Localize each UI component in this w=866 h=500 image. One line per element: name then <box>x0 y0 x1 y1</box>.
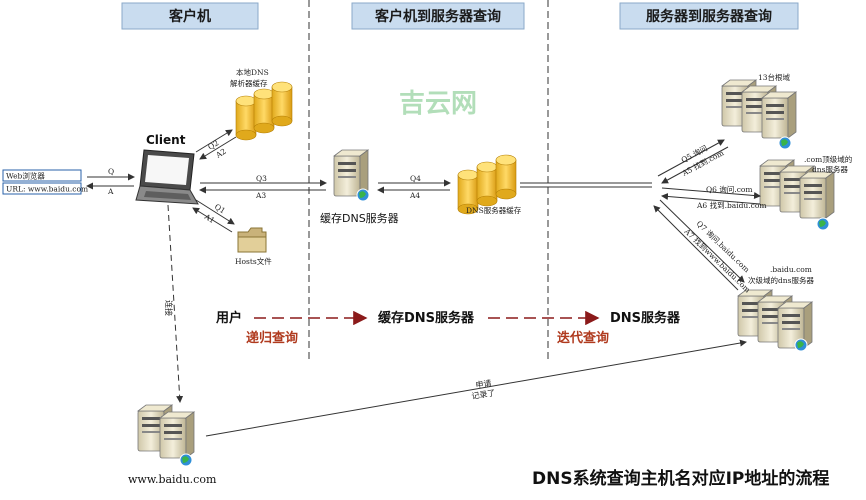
laptop-icon <box>135 149 199 205</box>
local-dns-cache-label-2: 解析器缓存 <box>230 78 268 88</box>
arrow-a5 <box>661 146 729 184</box>
cache-dns-server-icon <box>333 149 370 202</box>
browser-url: URL: www.baidu.com <box>6 185 88 194</box>
svg-text:客户机到服务器查询: 客户机到服务器查询 <box>374 8 501 25</box>
arrow-a2 <box>199 136 237 160</box>
header-server-to-server: 服务器到服务器查询 <box>619 2 799 30</box>
local-dns-cache-icon <box>235 81 293 141</box>
arrow-apply-record <box>205 339 747 437</box>
svg-text:服务器到服务器查询: 服务器到服务器查询 <box>646 8 772 25</box>
root-servers-icon <box>721 79 797 150</box>
label-q6: Q6 询问.com <box>706 184 753 194</box>
label-a3: A3 <box>255 191 266 200</box>
label-q4: Q4 <box>410 174 421 183</box>
arrow-q5 <box>657 139 725 177</box>
label-q1: Q1 <box>213 202 227 215</box>
arrow-a7 <box>653 205 739 291</box>
label-a1: A1 <box>202 212 216 226</box>
flow-user: 用户 <box>215 310 242 326</box>
website-label: www.baidu.com <box>128 473 217 486</box>
client-label: Client <box>146 133 186 147</box>
baidu-server-label-1: .baidu.com <box>770 265 812 274</box>
arrow-q1 <box>195 199 235 225</box>
header-client-to-server: 客户机到服务器查询 <box>351 2 525 30</box>
dns-server-cache-label: DNS服务器缓存 <box>466 205 522 215</box>
cache-dns-server-label: 缓存DNS服务器 <box>320 211 399 225</box>
svg-text:客户机: 客户机 <box>168 8 211 25</box>
header-client: 客户机 <box>121 2 259 30</box>
flow-recursive-label: 递归查询 <box>246 330 298 346</box>
web-browser: Web浏览器 URL: www.baidu.com <box>2 169 88 195</box>
hosts-file-label: Hosts文件 <box>235 256 272 266</box>
com-server-label-1: .com顶级域的 <box>804 154 852 164</box>
root-servers-label: 13台根域 <box>758 72 791 82</box>
connect-label: 连接 <box>164 300 174 316</box>
web-server-icon <box>137 404 195 467</box>
arrow-q7 <box>659 199 745 283</box>
arrow-a6 <box>661 192 761 205</box>
arrow-q6 <box>661 187 761 200</box>
arrow-q2 <box>195 129 233 153</box>
flow-cache-server: 缓存DNS服务器 <box>378 310 475 326</box>
arrow-a1 <box>192 207 233 233</box>
baidu-servers-icon <box>737 289 813 352</box>
label-a6: A6 找到.baidu.com <box>696 200 766 210</box>
arrow-connect <box>167 204 184 403</box>
browser-title: Web浏览器 <box>6 171 45 181</box>
com-server-label-2: dns服务器 <box>812 164 848 174</box>
flow-dns-server: DNS服务器 <box>610 310 681 326</box>
diagram-caption: DNS系统查询主机名对应IP地址的流程 <box>532 468 829 489</box>
label-q: Q <box>108 167 114 176</box>
folder-icon <box>237 227 267 253</box>
label-q3: Q3 <box>256 174 267 183</box>
local-dns-cache-label-1: 本地DNS <box>236 67 269 77</box>
apply-record-label-2: 记录了 <box>471 388 496 401</box>
apply-record-label-1: 申请 <box>475 378 492 390</box>
label-a4: A4 <box>409 191 420 200</box>
baidu-server-label-2: 次级域的dns服务器 <box>748 275 814 285</box>
flow-iterative-label: 迭代查询 <box>557 330 609 346</box>
watermark: 吉云网 <box>399 89 477 119</box>
label-a: A <box>107 187 114 196</box>
